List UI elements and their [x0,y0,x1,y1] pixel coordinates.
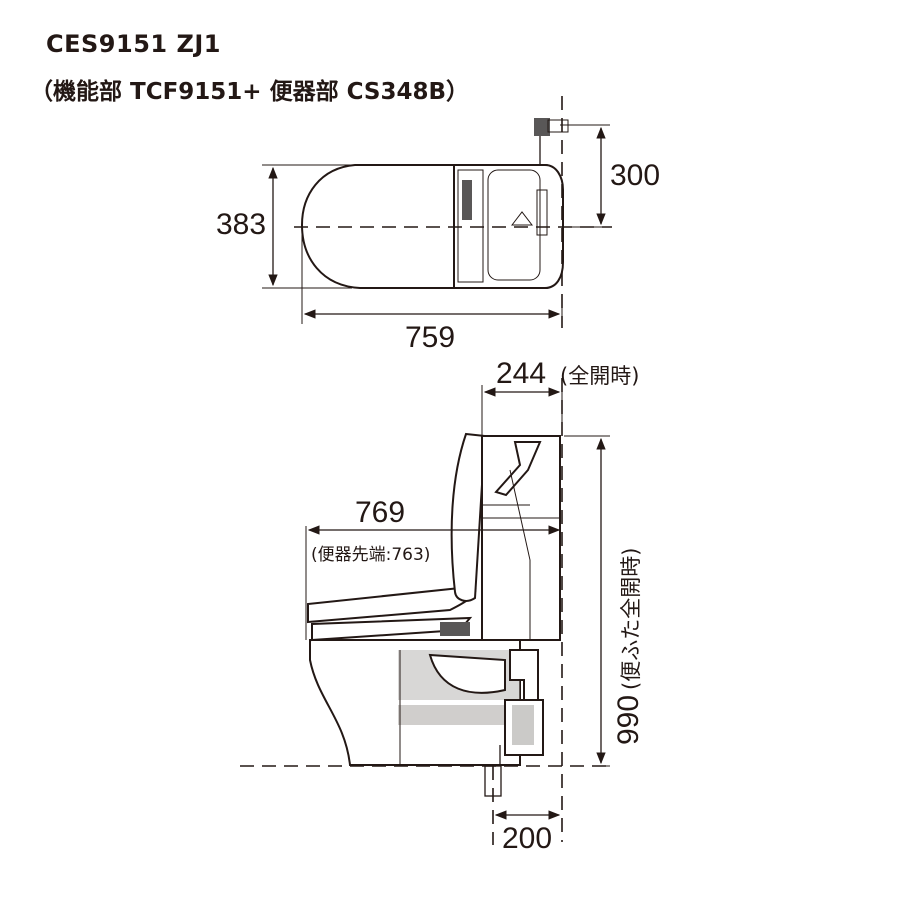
side-view-trap [428,653,506,694]
lid-open-depth-label: 244 [496,357,546,390]
drain-offset-label: 200 [502,822,552,855]
lid-open-depth-note: (全開時) [560,364,639,388]
side-view: 244 (全開時) 769 (便器先端:763) 990 (便ふた全開時) 20… [240,357,645,855]
total-height-label: 990 [612,695,645,745]
parts-subtitle: （機能部 TCF9151+ 便器部 CS348B） [30,79,469,105]
top-view-supply-valve [534,118,569,165]
bowl-tip-note: (便器先端:763) [311,545,430,565]
top-view-button-panel [462,180,472,220]
side-view-open-lid [450,432,487,602]
model-title: CES9151 ZJ1 [46,30,221,58]
top-view-function-unit [453,164,564,289]
side-view-seat [307,584,477,624]
top-view: 383 300 759 [216,96,660,354]
top-view-side-panel [536,189,548,236]
top-view-control-strip [457,169,484,283]
side-length-dimension-label: 769 [355,496,405,529]
depth-dimension-label: 383 [216,208,266,241]
top-length-dimension-label: 759 [405,321,455,354]
side-view-supply-pipe [499,649,544,766]
total-height-note: (便ふた全開時) [619,548,643,690]
top-view-nozzle-mark [510,211,534,226]
valve-offset-dimension-label: 300 [610,159,660,192]
top-view-tank-lid [487,169,541,281]
side-view-hinge [440,622,470,636]
